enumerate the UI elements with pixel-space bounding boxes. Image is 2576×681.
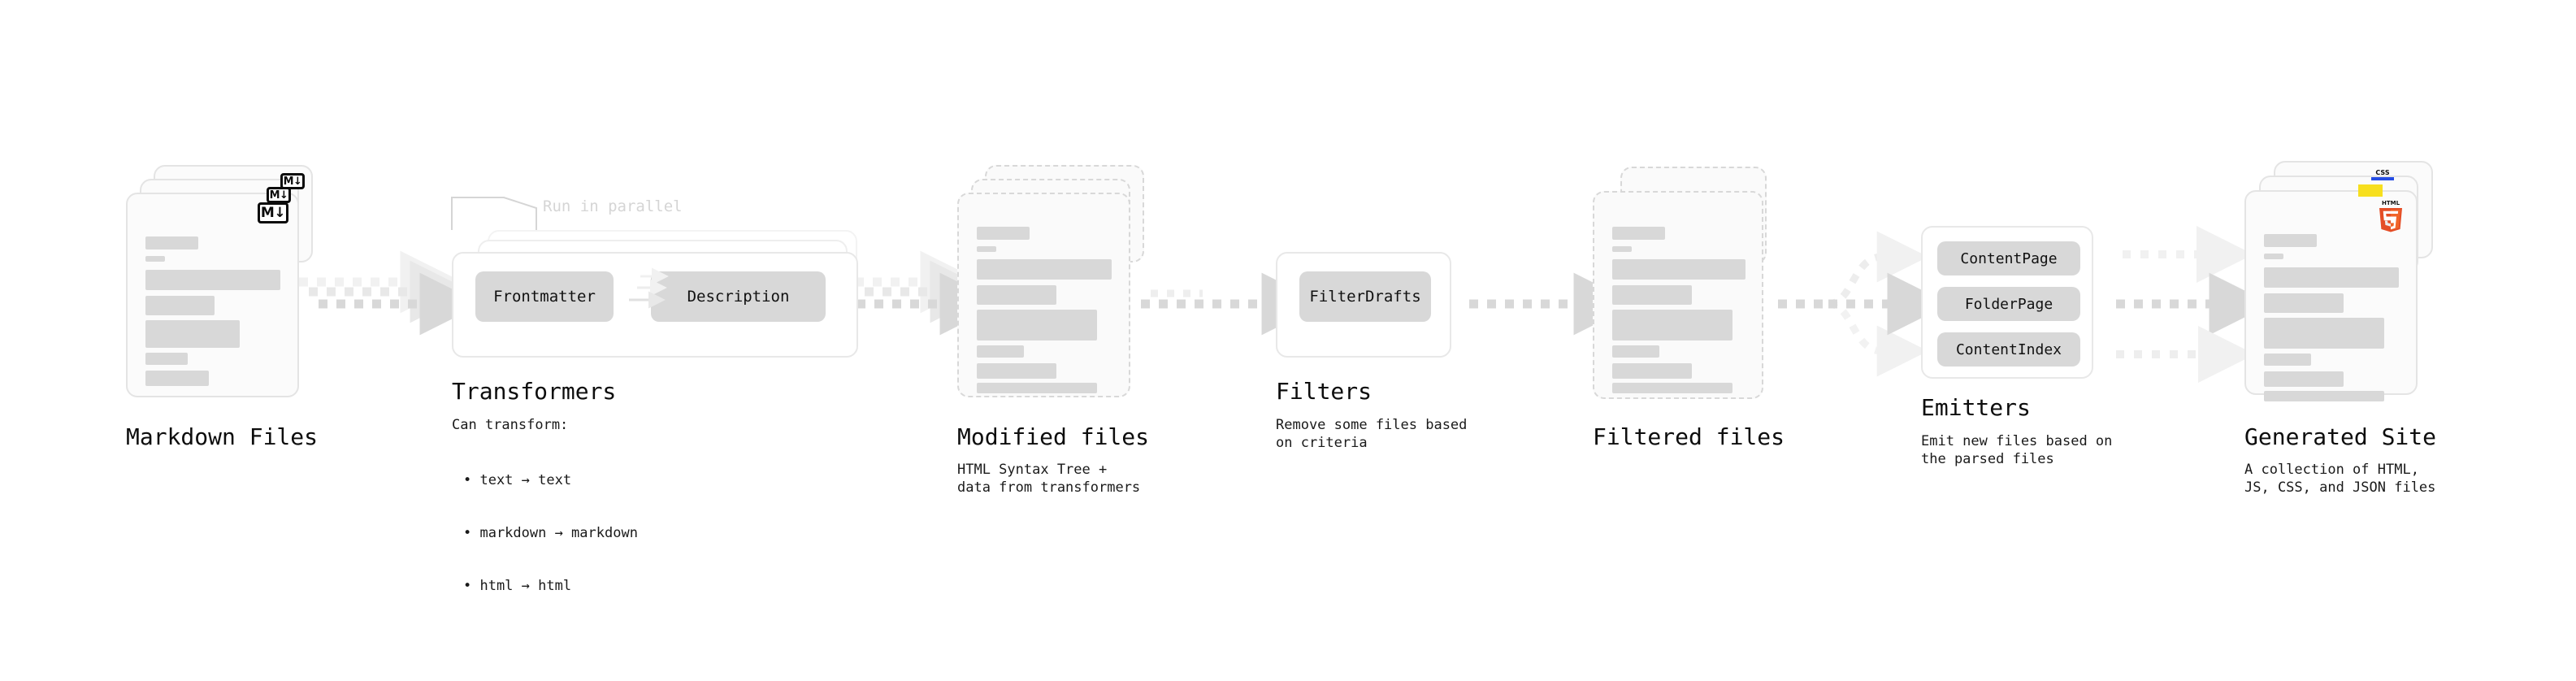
emitter-chip-contentindex[interactable]: ContentIndex xyxy=(1937,332,2080,367)
skeleton-line xyxy=(2264,293,2344,313)
svg-text:HTML: HTML xyxy=(2382,200,2400,206)
emitter-chip-contentpage[interactable]: ContentPage xyxy=(1937,241,2080,275)
emitter-chip-folderpage[interactable]: FolderPage xyxy=(1937,287,2080,321)
skeleton-line xyxy=(2264,318,2384,349)
stage-title-transformers: Transformers xyxy=(452,378,617,405)
css-badge-label: CSS xyxy=(2375,169,2390,176)
stage-desc-filters: Remove some files based on criteria xyxy=(1276,417,1468,451)
stage-desc-transformers: Can transform: xyxy=(452,417,569,433)
md-badge-letter: M xyxy=(260,204,275,221)
transformer-group-box: Frontmatter Description xyxy=(452,252,858,358)
skeleton-line xyxy=(2264,391,2384,401)
file-card-front xyxy=(1593,191,1763,399)
connector-emitters-to-site xyxy=(2116,226,2272,383)
filter-group-box: FilterDrafts xyxy=(1276,252,1451,358)
skeleton-line xyxy=(145,296,215,315)
emitter-group-box: ContentPage FolderPage ContentIndex xyxy=(1921,226,2093,379)
chip-label: ContentPage xyxy=(1960,249,2058,267)
skeleton-line xyxy=(1612,227,1665,240)
connector-markdown-to-transformers xyxy=(299,250,483,336)
bullet-item: • text → text xyxy=(463,471,572,488)
md-badge: M↓ xyxy=(258,202,288,223)
html5-badge: HTML xyxy=(2377,198,2405,234)
transformer-internal-arrows xyxy=(629,267,669,309)
skeleton-line xyxy=(2264,254,2283,259)
run-in-parallel-bracket xyxy=(451,197,537,230)
js-badge xyxy=(2358,184,2383,197)
chip-label: FolderPage xyxy=(1964,295,2053,313)
connector-modified-to-filters xyxy=(1141,272,1325,336)
skeleton-line xyxy=(977,363,1056,379)
file-card-front xyxy=(957,193,1130,397)
skeleton-line xyxy=(977,259,1112,280)
bullet-item: • html → html xyxy=(463,578,572,594)
skeleton-line xyxy=(1612,246,1632,252)
skeleton-line xyxy=(2264,267,2399,288)
transformers-bullet-list: • text → text • markdown → markdown • ht… xyxy=(463,436,638,631)
skeleton-line xyxy=(1612,259,1746,280)
file-card-front: M↓ xyxy=(126,193,299,397)
skeleton-line xyxy=(977,310,1097,340)
bullet-item: • markdown → markdown xyxy=(463,524,638,541)
md-badge-letter: M xyxy=(269,189,280,202)
skeleton-line xyxy=(1612,285,1692,305)
stage-desc-modified-files: HTML Syntax Tree + data from transformer… xyxy=(957,462,1141,496)
stage-desc-emitters: Emit new files based on the parsed files xyxy=(1921,433,2113,467)
skeleton-line xyxy=(2264,371,2344,387)
stage-title-generated-site: Generated Site xyxy=(2244,423,2437,450)
skeleton-line xyxy=(1612,383,1733,393)
css-badge: CSS xyxy=(2371,169,2394,180)
skeleton-line xyxy=(2264,354,2311,366)
transformer-chip-frontmatter[interactable]: Frontmatter xyxy=(475,271,614,322)
skeleton-line xyxy=(145,320,240,348)
md-badge-letter: M xyxy=(283,175,294,188)
md-badge-back-2: M↓ xyxy=(280,173,305,189)
md-badge-arrow: ↓ xyxy=(280,189,288,202)
skeleton-line xyxy=(145,270,280,290)
skeleton-line xyxy=(977,383,1097,393)
transformer-chip-description[interactable]: Description xyxy=(651,271,826,322)
chip-label: ContentIndex xyxy=(1955,340,2062,358)
skeleton-line xyxy=(977,285,1056,305)
chip-label: Description xyxy=(687,288,790,306)
stage-desc-generated-site: A collection of HTML, JS, CSS, and JSON … xyxy=(2244,462,2436,496)
run-in-parallel-label: Run in parallel xyxy=(543,197,683,215)
file-card-front: HTML xyxy=(2244,190,2418,401)
skeleton-line xyxy=(145,236,198,249)
skeleton-line xyxy=(2264,234,2317,247)
md-badge-arrow: ↓ xyxy=(274,204,286,221)
skeleton-line xyxy=(145,353,188,365)
connector-filtered-to-emitters xyxy=(1778,231,1950,377)
stage-title-modified-files: Modified files xyxy=(957,423,1150,450)
chip-label: Frontmatter xyxy=(493,288,596,306)
md-badge-arrow: ↓ xyxy=(293,175,302,188)
stage-title-emitters: Emitters xyxy=(1921,394,2031,421)
skeleton-line xyxy=(1612,363,1692,379)
stage-title-filtered-files: Filtered files xyxy=(1593,423,1785,450)
filter-chip-filterdrafts[interactable]: FilterDrafts xyxy=(1299,271,1431,322)
stage-title-markdown-files: Markdown Files xyxy=(126,423,319,450)
skeleton-line xyxy=(1612,345,1659,358)
stage-title-filters: Filters xyxy=(1276,378,1373,405)
md-badge-back-1: M↓ xyxy=(267,187,291,203)
chip-label: FilterDrafts xyxy=(1309,288,1421,306)
skeleton-line xyxy=(145,371,209,386)
skeleton-line xyxy=(977,227,1030,240)
html5-badge-icon: HTML xyxy=(2379,200,2402,232)
skeleton-line xyxy=(145,256,165,262)
skeleton-line xyxy=(977,345,1024,358)
skeleton-line xyxy=(1612,310,1733,340)
skeleton-line xyxy=(977,246,996,252)
